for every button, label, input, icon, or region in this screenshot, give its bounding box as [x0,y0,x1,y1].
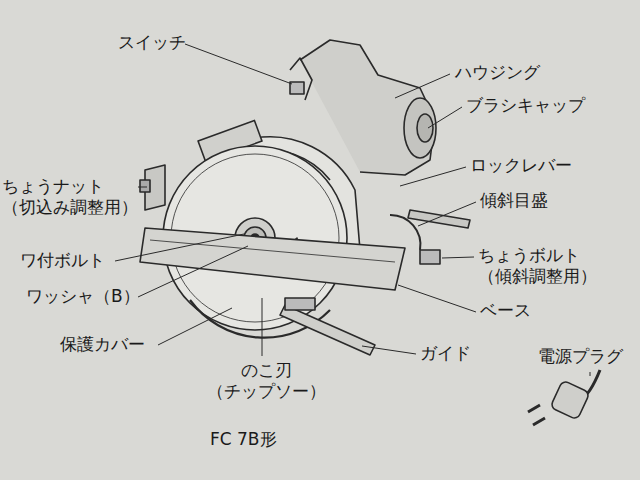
part-label: ワ付ボルト [20,250,105,271]
part-label: スイッチ [118,32,186,53]
part-label: ブラシキャップ [466,95,585,116]
part-label: のこ刃 （チップソー） [186,360,346,403]
part-label: ロックレバー [470,155,572,176]
part-label: ちょうナット （切込み調整用） [2,176,152,219]
model-caption: FC 7B形 [210,428,277,451]
part-label: 保護カバー [60,334,145,355]
part-label: ワッシャ（B） [26,286,140,307]
part-label: ベース [480,300,531,321]
part-label: ガイド [420,343,471,364]
part-label: ちょうボルト （傾斜調整用） [478,245,628,288]
part-label: ハウジング [455,62,540,83]
part-label: 電源プラグ [538,346,623,367]
part-label: 傾斜目盛 [480,190,548,211]
